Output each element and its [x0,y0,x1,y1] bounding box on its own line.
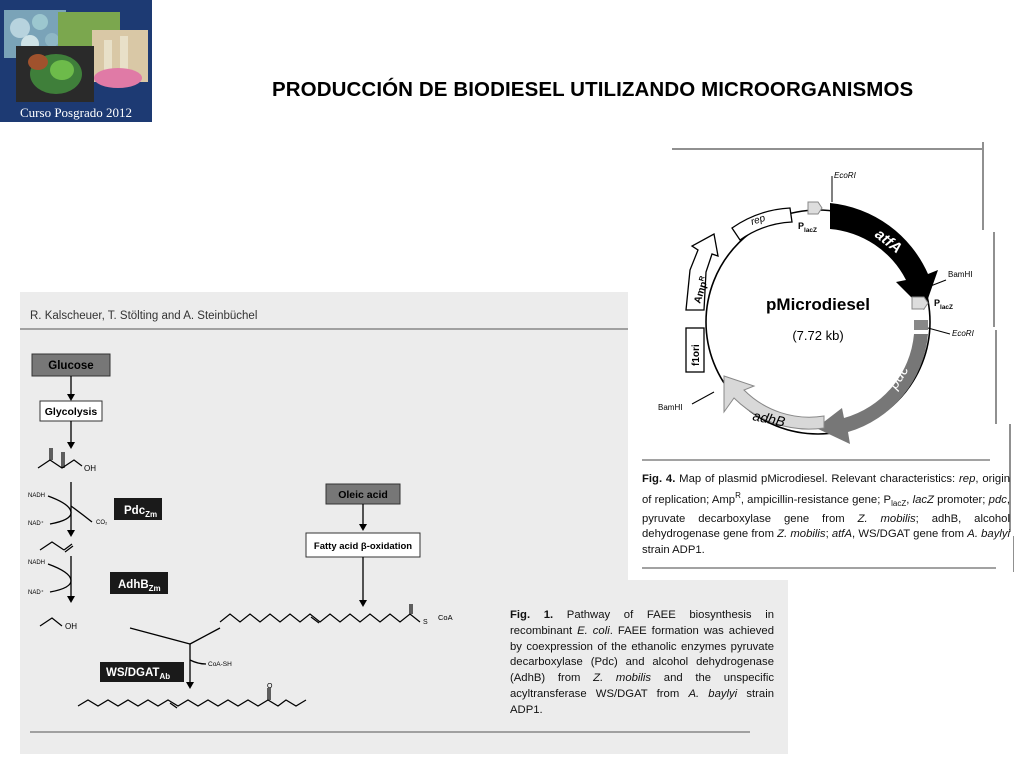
co2-label: CO₂ [96,520,108,526]
bamhi-site-2: BamHI [658,403,682,412]
figure-4-plasmid-map: atfA pdc adhB f1ori AmpR rep PlacZ PlacZ… [628,132,1014,580]
carbonyl-o-label: O [267,683,273,690]
adhb-reaction-arrow [48,556,71,598]
coa-label: CoA [438,613,453,622]
pyruvate-structure [38,448,82,468]
atfa-gene [830,203,938,310]
promoter-block [914,320,928,330]
placz-promoter-1 [808,202,822,214]
plasmid-name: pMicrodiesel [766,295,870,314]
nad-label-2: NAD⁺ [28,589,44,596]
oleoyl-coa-chain [220,614,420,622]
nadh-label-2: NADH [28,560,45,566]
placz-label-2: PlacZ [934,298,953,311]
slide-title: PRODUCCIÓN DE BIODIESEL UTILIZANDO MICRO… [272,78,913,102]
pdc-reaction-arrow [48,482,92,532]
oleic-acid-label: Oleic acid [338,489,388,501]
thioester-s-label: S [423,619,428,626]
bamhi-site-1: BamHI [948,270,972,279]
figure-1-caption: Fig. 1. Pathway of FAEE biosynthesis in … [510,608,774,719]
nadh-label-1: NADH [28,493,45,499]
glucose-label: Glucose [48,360,93,372]
glycolysis-label: Glycolysis [45,406,98,418]
faee-product-chain [78,700,306,706]
ethanol-structure [40,618,62,626]
adhb-label: adhB [751,407,786,429]
nad-label-1: NAD⁺ [28,520,44,527]
logo-caption: Curso Posgrado 2012 [0,105,152,121]
acetaldehyde-structure [40,542,73,552]
placz-promoter-2 [912,297,928,309]
f1ori-label: f1ori [691,344,702,366]
pdc-gene [816,334,928,444]
beta-oxidation-label: Fatty acid β-oxidation [314,541,412,552]
ecori-site-1: EcoRI [834,171,857,180]
course-logo: Curso Posgrado 2012 [0,0,152,122]
logo-collage-image [0,0,152,122]
pyruvate-oh: OH [84,464,96,473]
plasmid-size: (7.72 kb) [792,328,843,343]
coash-label: CoA-SH [208,661,232,668]
figure-4-caption: Fig. 4. Map of plasmid pMicrodiesel. Rel… [642,472,1010,559]
placz-label-1: PlacZ [798,221,817,234]
ethanol-oh: OH [65,622,77,631]
ecori-site-2: EcoRI [952,329,975,338]
